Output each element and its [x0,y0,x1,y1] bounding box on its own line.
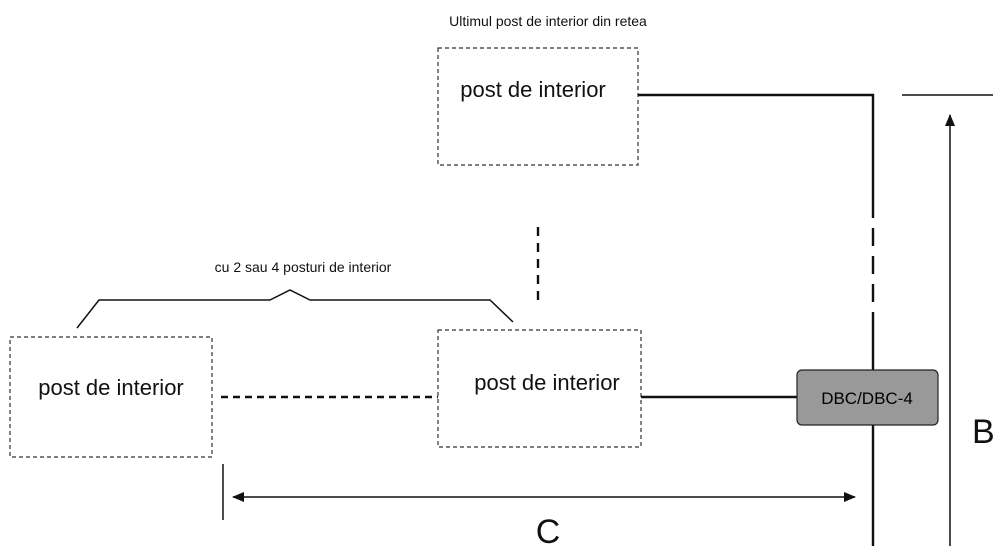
left-station: post de interior [9,336,213,458]
top-station-caption: Ultimul post de interior din retea [449,13,647,29]
dimension-b-label: B [972,413,993,451]
controller: DBC/DBC-4 [796,369,939,426]
top-station-wire [638,93,875,218]
controller-label: DBC/DBC-4 [821,389,913,408]
left-station-label: post de interior [38,375,184,400]
middle-station: post de interior [437,329,642,448]
dimension-c-label: C [536,513,561,546]
middle-station-box [437,329,642,448]
bracket-caption: cu 2 sau 4 posturi de interior [215,259,392,275]
top-station: post de interior [437,47,639,166]
controller-box [796,369,939,426]
middle-station-label: post de interior [474,370,620,395]
left-station-box [9,336,213,458]
top-station-box [437,47,639,166]
top-station-label: post de interior [460,77,606,102]
group-bracket [76,289,514,329]
